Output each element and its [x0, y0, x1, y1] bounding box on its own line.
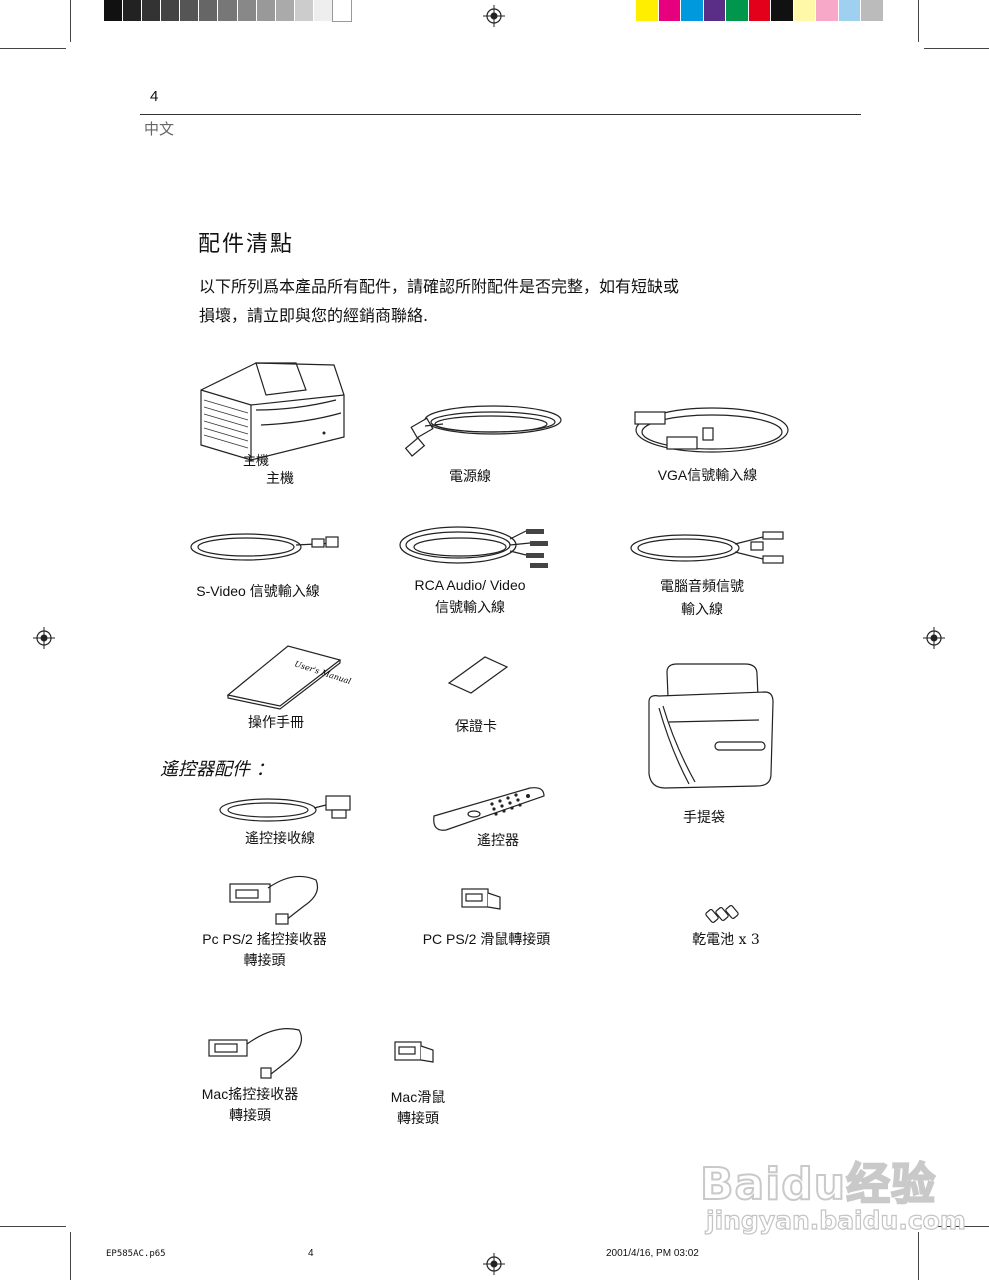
intro-text-line1: 以下所列爲本產品所有配件，請確認所附配件是否完整，如有短缺或	[199, 277, 680, 296]
registration-mark-icon	[923, 627, 945, 649]
gray-swatch	[123, 0, 142, 21]
footer-timestamp: 2001/4/16, PM 03:02	[606, 1248, 699, 1259]
mac-receiver-adapter-illustration	[208, 1028, 302, 1079]
remote-control-illustration	[433, 787, 545, 831]
grayscale-bar	[104, 0, 352, 22]
crop-mark	[0, 48, 66, 49]
registration-mark-icon	[33, 627, 55, 649]
rca-cable-caption-line2: 信號輸入線	[435, 600, 505, 616]
gray-swatch	[256, 0, 275, 21]
intro-text-line2: 損壞，請立即與您的經銷商聯絡.	[199, 306, 429, 325]
power-cable-illustration	[404, 405, 562, 457]
ps2-receiver-caption-line2: 轉接頭	[243, 953, 286, 969]
gray-swatch	[331, 0, 352, 22]
ps2-receiver-adapter-illustration	[229, 875, 319, 925]
remote-accessories-heading: 遙控器配件 ：	[160, 759, 274, 780]
gray-swatch	[294, 0, 313, 21]
color-swatch	[703, 0, 726, 21]
language-label: 中文	[144, 120, 175, 138]
registration-mark-icon	[483, 5, 505, 27]
remote-receiver-cable-illustration	[219, 795, 351, 822]
color-swatch	[793, 0, 816, 21]
svideo-cable-illustration	[190, 533, 339, 561]
mac-mouse-caption-line1: Mac滑鼠	[390, 1089, 446, 1105]
color-swatch	[658, 0, 681, 21]
gray-swatch	[313, 0, 332, 21]
crop-mark	[924, 48, 989, 49]
pc-audio-caption-line1: 電腦音頻信號	[660, 579, 744, 595]
gray-swatch	[161, 0, 180, 21]
header-rule	[140, 114, 861, 115]
ps2-mouse-adapter-illustration	[461, 888, 501, 910]
rca-cable-illustration	[399, 526, 548, 568]
color-swatch	[816, 0, 838, 21]
batteries-caption: 乾電池 x 3	[692, 932, 760, 948]
gray-swatch	[104, 0, 123, 21]
crop-mark	[918, 0, 919, 42]
mac-receiver-caption-line1: Mac搖控接收器	[201, 1086, 299, 1102]
power-cable-caption: 電源線	[449, 469, 491, 485]
section-title: 配件清點	[198, 232, 295, 257]
footer-file-name: EP585AC.p65	[106, 1249, 166, 1259]
rca-cable-caption-line1: RCA Audio/ Video	[414, 577, 526, 593]
gray-swatch	[218, 0, 237, 21]
watermark-logo: Baidu经验	[699, 1148, 945, 1223]
color-swatch	[636, 0, 658, 21]
color-swatch	[861, 0, 883, 21]
vga-cable-caption: VGA信號輸入線	[657, 467, 758, 483]
crop-mark	[70, 0, 71, 42]
gray-swatch	[180, 0, 199, 21]
color-bar	[636, 0, 884, 21]
crop-mark	[70, 1232, 71, 1280]
manual-illustration: User's Manual	[226, 645, 353, 710]
ps2-receiver-caption-line1: Pc PS/2 搖控接收器	[202, 931, 327, 947]
warranty-card-illustration	[447, 656, 509, 694]
page-number: 4	[150, 88, 159, 105]
color-swatch	[771, 0, 793, 21]
manual-caption: 操作手冊	[248, 715, 304, 731]
mac-mouse-adapter-illustration	[394, 1041, 434, 1063]
bag-caption: 手提袋	[683, 810, 725, 826]
warranty-caption: 保證卡	[455, 719, 497, 735]
gray-swatch	[275, 0, 294, 21]
gray-swatch	[199, 0, 218, 21]
watermark-brand: Baidu经验	[699, 1158, 937, 1211]
crop-mark	[924, 1226, 989, 1227]
main-unit-caption: 主機	[266, 471, 294, 487]
remote-receiver-cable-caption: 遙控接收線	[245, 831, 315, 847]
color-swatch	[748, 0, 771, 21]
pc-audio-cable-illustration	[630, 531, 784, 564]
carry-bag-illustration	[648, 663, 774, 789]
main-unit-illustration	[200, 362, 345, 461]
crop-mark	[918, 1232, 919, 1280]
vga-cable-illustration	[634, 407, 789, 453]
color-swatch	[838, 0, 861, 21]
remote-caption: 遙控器	[477, 833, 519, 849]
mac-receiver-caption-line2: 轉接頭	[229, 1108, 271, 1124]
main-unit-overlay-label: 主機	[243, 454, 270, 469]
color-swatch	[681, 0, 703, 21]
registration-mark-icon	[483, 1253, 505, 1275]
mac-mouse-caption-line2: 轉接頭	[397, 1111, 439, 1127]
pc-audio-caption-line2: 輸入線	[681, 602, 723, 618]
gray-swatch	[237, 0, 256, 21]
color-swatch	[726, 0, 748, 21]
batteries-illustration	[705, 905, 739, 923]
watermark-url: jingyan.baidu.com	[705, 1205, 966, 1235]
svideo-cable-caption: S-Video 信號輸入線	[196, 583, 320, 599]
ps2-mouse-adapter-caption: PC PS/2 滑鼠轉接頭	[422, 931, 551, 947]
footer-page: 4	[308, 1248, 314, 1259]
gray-swatch	[142, 0, 161, 21]
crop-mark	[0, 1226, 66, 1227]
